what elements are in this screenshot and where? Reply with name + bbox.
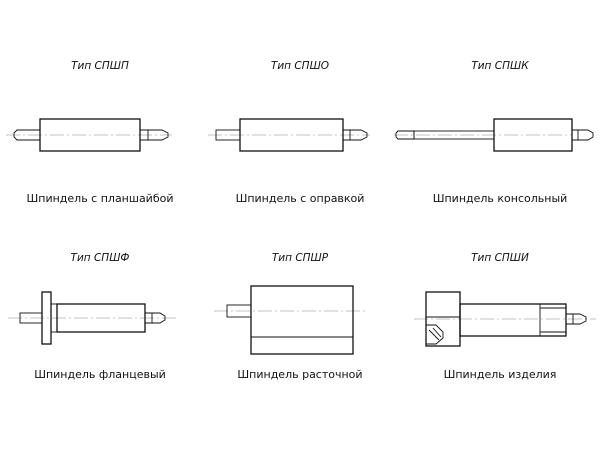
spindle-name-label: Шпиндель с оправкой [235, 192, 365, 205]
type-code-label: Тип СПШО [270, 60, 330, 72]
spindle-boring-drawing [214, 285, 368, 355]
spindle-card-spsho: Тип СПШО Шпиндель с оправкой [200, 60, 400, 250]
spindle-workpiece-drawing [414, 291, 596, 347]
spindle-name-label: Шпиндель расточной [237, 368, 363, 381]
spindle-card-spshk: Тип СПШК Шпиндель консольный [394, 60, 600, 250]
type-code-label: Тип СПШР [271, 252, 329, 264]
type-code-label: Тип СПШИ [471, 252, 529, 264]
spindle-name-label: Шпиндель с планшайбой [26, 192, 174, 205]
spindle-flange-drawing [8, 291, 176, 345]
spindle-card-spshp: Тип СПШП Шпиндель с планшайбой [0, 60, 200, 250]
spindle-cantilever-drawing [394, 118, 594, 152]
spindle-name-label: Шпиндель фланцевый [34, 368, 166, 381]
spindle-arbor-drawing [208, 118, 370, 152]
spindle-faceplate-drawing [6, 118, 172, 152]
type-code-label: Тип СПШФ [70, 252, 130, 264]
spindle-card-spshr: Тип СПШР Шпиндель расточной [200, 252, 400, 442]
type-code-label: Тип СПШК [471, 60, 529, 72]
spindle-name-label: Шпиндель изделия [443, 368, 557, 381]
spindle-card-spshi: Тип СПШИ Шпиндель изделия [400, 252, 600, 442]
spindle-card-spshf: Тип СПШФ Шпиндель фланцевый [0, 252, 200, 442]
type-code-label: Тип СПШП [71, 60, 129, 72]
spindle-name-label: Шпиндель консольный [432, 192, 568, 205]
